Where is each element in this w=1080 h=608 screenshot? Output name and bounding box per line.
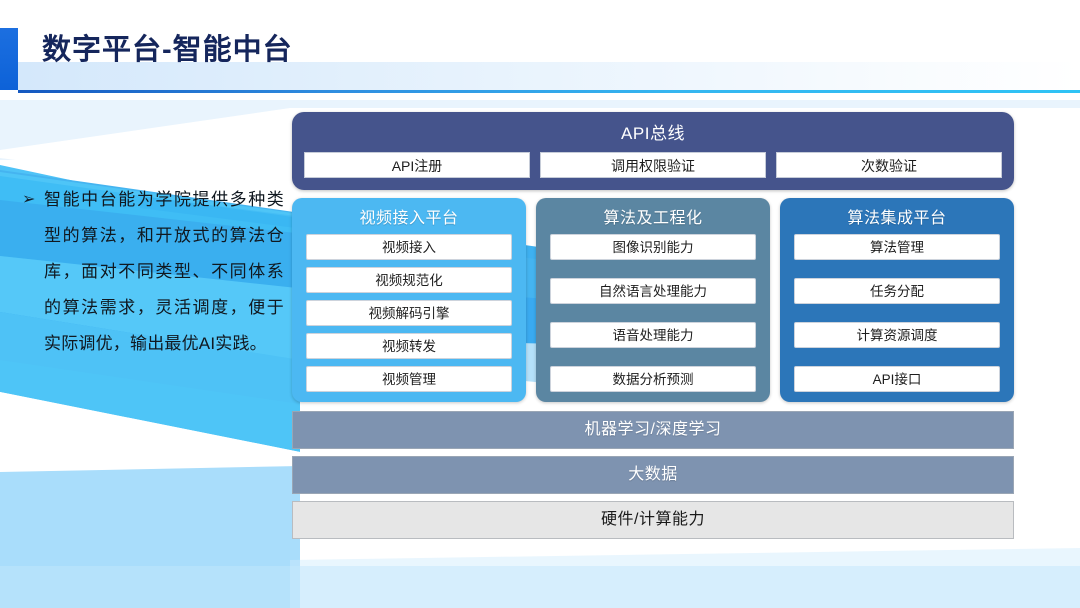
column-title: 算法集成平台 — [847, 210, 947, 227]
title-accent-bar — [0, 28, 18, 90]
capability-columns: 视频接入平台 视频接入 视频规范化 视频解码引擎 视频转发 视频管理 算法及工程… — [292, 198, 1014, 402]
bullet-item: ➢ 智能中台能为学院提供多种类型的算法，和开放式的算法仓库，面对不同类型、不同体… — [22, 182, 284, 362]
column-item[interactable]: 任务分配 — [794, 278, 1000, 304]
column-item[interactable]: 视频转发 — [306, 333, 512, 359]
column-item-list: 视频接入 视频规范化 视频解码引擎 视频转发 视频管理 — [306, 234, 512, 392]
column-item[interactable]: API接口 — [794, 366, 1000, 392]
column-title: 视频接入平台 — [359, 210, 459, 227]
foundation-layer-big-data[interactable]: 大数据 — [292, 456, 1014, 494]
api-bus-item[interactable]: 次数验证 — [776, 152, 1002, 178]
architecture-diagram: API总线 API注册 调用权限验证 次数验证 视频接入平台 视频接入 视频规范… — [292, 112, 1014, 539]
bullet-arrow-icon: ➢ — [22, 191, 36, 208]
header-divider-rule — [18, 90, 1080, 93]
column-video-access-platform: 视频接入平台 视频接入 视频规范化 视频解码引擎 视频转发 视频管理 — [292, 198, 526, 402]
api-bus-item-list: API注册 调用权限验证 次数验证 — [304, 152, 1002, 178]
column-item[interactable]: 数据分析预测 — [550, 366, 756, 392]
column-item-list: 图像识别能力 自然语言处理能力 语音处理能力 数据分析预测 — [550, 234, 756, 392]
header-band — [18, 62, 1080, 90]
column-item[interactable]: 视频解码引擎 — [306, 300, 512, 326]
foundation-layer-machine-learning[interactable]: 机器学习/深度学习 — [292, 411, 1014, 449]
page-title: 数字平台-智能中台 — [42, 34, 293, 66]
column-title: 算法及工程化 — [603, 210, 703, 227]
foundation-layers: 机器学习/深度学习 大数据 硬件/计算能力 — [292, 411, 1014, 539]
column-item[interactable]: 图像识别能力 — [550, 234, 756, 260]
column-algorithm-integration-platform: 算法集成平台 算法管理 任务分配 计算资源调度 API接口 — [780, 198, 1014, 402]
slide-header: 数字平台-智能中台 — [0, 0, 1080, 100]
column-item[interactable]: 视频接入 — [306, 234, 512, 260]
api-bus-title: API总线 — [621, 124, 685, 143]
column-item[interactable]: 计算资源调度 — [794, 322, 1000, 348]
column-item[interactable]: 自然语言处理能力 — [550, 278, 756, 304]
bullet-paragraph: 智能中台能为学院提供多种类型的算法，和开放式的算法仓库，面对不同类型、不同体系的… — [44, 190, 284, 353]
bullet-block: ➢ 智能中台能为学院提供多种类型的算法，和开放式的算法仓库，面对不同类型、不同体… — [22, 182, 284, 362]
api-bus-item[interactable]: API注册 — [304, 152, 530, 178]
column-item[interactable]: 语音处理能力 — [550, 322, 756, 348]
api-bus-section: API总线 API注册 调用权限验证 次数验证 — [292, 112, 1014, 190]
column-item[interactable]: 视频管理 — [306, 366, 512, 392]
column-item-list: 算法管理 任务分配 计算资源调度 API接口 — [794, 234, 1000, 392]
column-item[interactable]: 算法管理 — [794, 234, 1000, 260]
api-bus-item[interactable]: 调用权限验证 — [540, 152, 766, 178]
column-item[interactable]: 视频规范化 — [306, 267, 512, 293]
column-algorithm-engineering: 算法及工程化 图像识别能力 自然语言处理能力 语音处理能力 数据分析预测 — [536, 198, 770, 402]
foundation-layer-hardware[interactable]: 硬件/计算能力 — [292, 501, 1014, 539]
